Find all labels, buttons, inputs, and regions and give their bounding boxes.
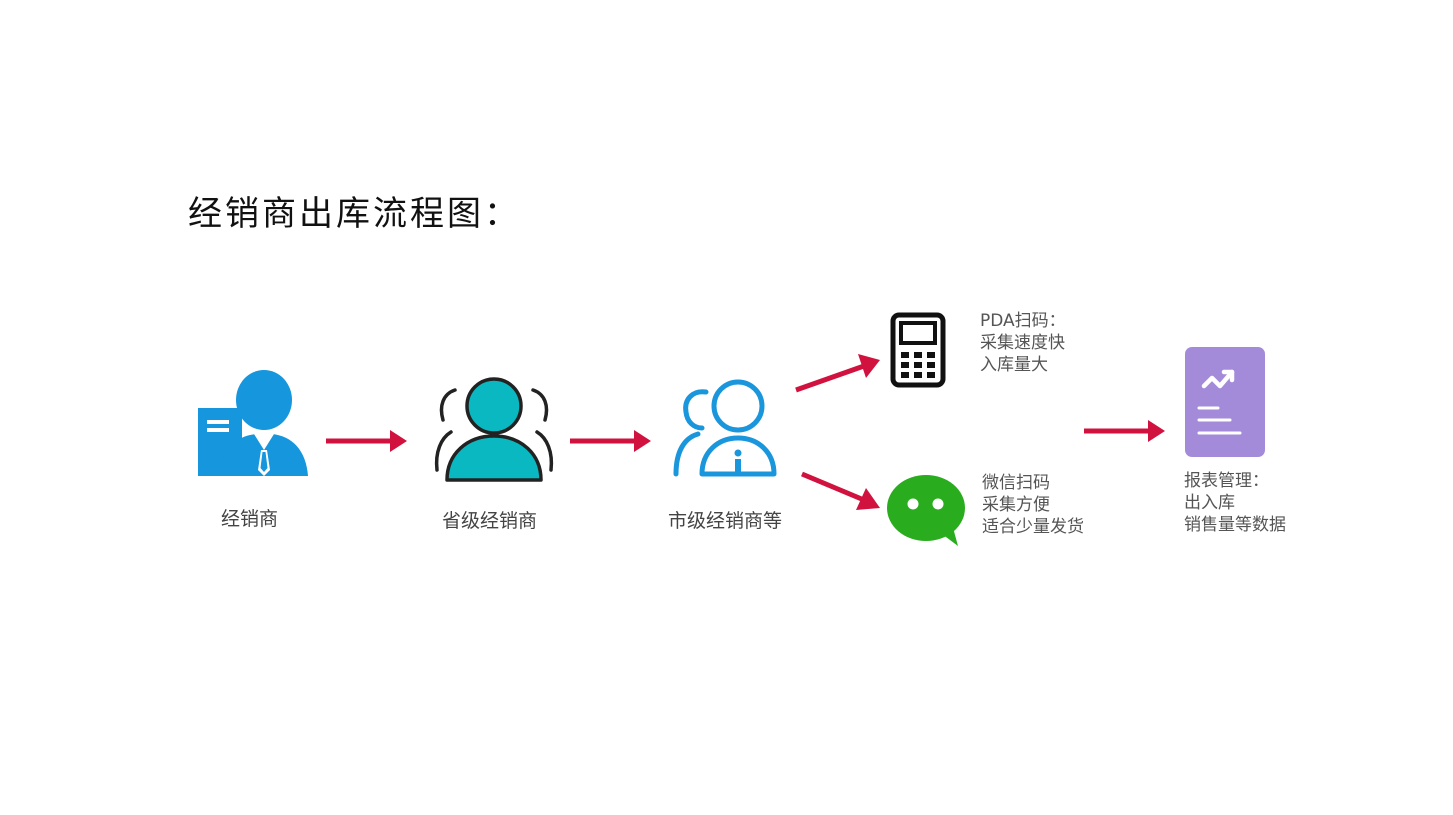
wechat-icon bbox=[887, 475, 965, 546]
report-description-line: 销售量等数据 bbox=[1184, 515, 1286, 535]
flow-arrow-to-pda bbox=[795, 354, 880, 393]
flow-arrow-to-wechat bbox=[801, 471, 880, 510]
wechat-description-line: 适合少量发货 bbox=[982, 517, 1084, 537]
pda-description-line: PDA扫码： bbox=[980, 311, 1066, 331]
report-description-line: 出入库 bbox=[1184, 493, 1235, 513]
report-description-line: 报表管理： bbox=[1184, 471, 1269, 491]
report-description: 报表管理： 出入库 销售量等数据 bbox=[1184, 470, 1286, 536]
wechat-description-line: 采集方便 bbox=[982, 495, 1050, 515]
flow-arrow-2 bbox=[570, 430, 651, 452]
flow-arrow-to-report bbox=[1084, 420, 1165, 442]
pda-description-line: 采集速度快 bbox=[980, 333, 1065, 353]
provincial-dealer-label: 省级经销商 bbox=[442, 510, 538, 532]
page-title: 经销商出库流程图： bbox=[188, 194, 521, 234]
report-chart-icon bbox=[1185, 347, 1265, 457]
wechat-description-line: 微信扫码 bbox=[982, 473, 1050, 493]
business-person-icon bbox=[198, 370, 308, 476]
dealer-label: 经销商 bbox=[221, 508, 279, 530]
pda-scanner-icon bbox=[890, 312, 946, 388]
pda-description: PDA扫码： 采集速度快 入库量大 bbox=[980, 310, 1066, 376]
flow-arrow-1 bbox=[326, 430, 407, 452]
user-info-icon bbox=[673, 379, 777, 477]
city-dealer-label: 市级经销商等 bbox=[668, 510, 783, 532]
wechat-description: 微信扫码 采集方便 适合少量发货 bbox=[982, 472, 1084, 538]
user-group-icon bbox=[434, 377, 554, 482]
pda-description-line: 入库量大 bbox=[980, 355, 1048, 375]
